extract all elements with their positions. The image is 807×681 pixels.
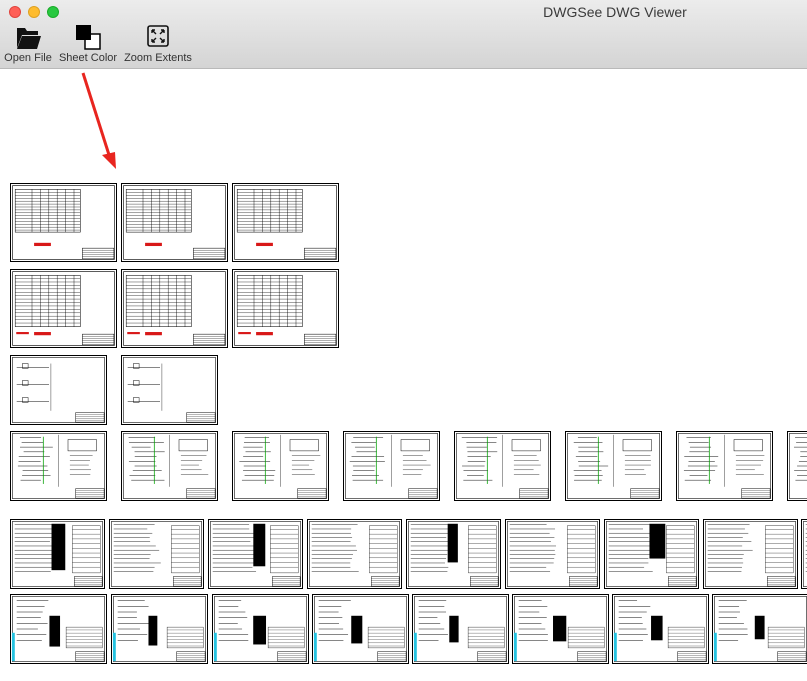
sheet-color-label: Sheet Color — [58, 52, 118, 64]
drawing-sheet-thumbnail[interactable] — [208, 519, 303, 589]
drawing-sheet-thumbnail[interactable] — [512, 594, 609, 664]
drawing-sheet-thumbnail[interactable] — [565, 431, 662, 501]
close-window-button[interactable] — [9, 6, 21, 18]
drawing-sheet-thumbnail[interactable] — [612, 594, 709, 664]
drawing-sheet-thumbnail[interactable] — [232, 431, 329, 501]
drawing-sheet-thumbnail[interactable] — [454, 431, 551, 501]
open-file-label: Open File — [4, 52, 52, 64]
drawing-sheet-thumbnail[interactable] — [212, 594, 309, 664]
open-file-button[interactable]: Open File — [2, 24, 54, 66]
drawing-canvas[interactable] — [0, 69, 807, 681]
drawing-sheet-thumbnail[interactable] — [232, 269, 339, 348]
drawing-sheet-thumbnail[interactable] — [703, 519, 798, 589]
folder-icon — [17, 28, 41, 49]
drawing-sheet-thumbnail[interactable] — [10, 431, 107, 501]
drawing-sheet-thumbnail[interactable] — [604, 519, 699, 589]
drawing-sheet-thumbnail[interactable] — [505, 519, 600, 589]
drawing-sheet-thumbnail[interactable] — [121, 355, 218, 425]
drawing-sheet-thumbnail[interactable] — [412, 594, 509, 664]
drawing-sheet-thumbnail[interactable] — [676, 431, 773, 501]
drawing-sheet-thumbnail[interactable] — [121, 431, 218, 501]
drawing-sheet-thumbnail[interactable] — [111, 594, 208, 664]
zoom-extents-icon — [147, 25, 169, 47]
sheet-color-button[interactable]: Sheet Color — [57, 24, 119, 66]
zoom-extents-label: Zoom Extents — [124, 52, 192, 64]
drawing-sheet-thumbnail[interactable] — [712, 594, 807, 664]
drawing-sheet-thumbnail[interactable] — [343, 431, 440, 501]
drawing-sheet-thumbnail[interactable] — [10, 355, 107, 425]
drawing-sheet-thumbnail[interactable] — [307, 519, 402, 589]
color-squares-icon — [76, 25, 101, 50]
drawing-sheet-thumbnail[interactable] — [232, 183, 339, 262]
drawing-sheet-thumbnail[interactable] — [801, 519, 807, 589]
title-bar: DWGSee DWG Viewer Open File Sheet Color … — [0, 0, 807, 69]
drawing-sheet-thumbnail[interactable] — [10, 269, 117, 348]
drawing-sheet-thumbnail[interactable] — [10, 594, 107, 664]
drawing-sheet-thumbnail[interactable] — [121, 183, 228, 262]
drawing-sheet-thumbnail[interactable] — [787, 431, 807, 501]
minimize-window-button[interactable] — [28, 6, 40, 18]
drawing-sheet-thumbnail[interactable] — [121, 269, 228, 348]
drawing-sheet-thumbnail[interactable] — [10, 183, 117, 262]
zoom-extents-button[interactable]: Zoom Extents — [123, 24, 193, 66]
window-title: DWGSee DWG Viewer — [543, 4, 687, 20]
zoom-window-button[interactable] — [47, 6, 59, 18]
drawing-sheet-thumbnail[interactable] — [406, 519, 501, 589]
drawing-sheet-thumbnail[interactable] — [312, 594, 409, 664]
drawing-sheet-thumbnail[interactable] — [10, 519, 105, 589]
drawing-sheet-thumbnail[interactable] — [109, 519, 204, 589]
